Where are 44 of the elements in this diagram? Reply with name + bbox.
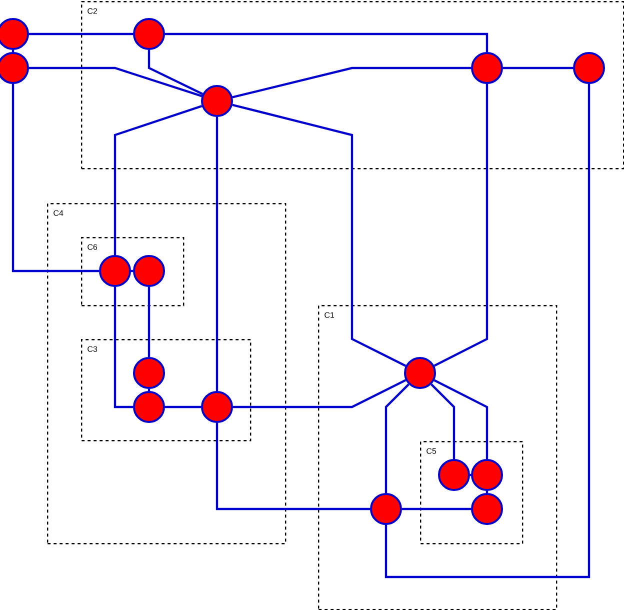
connector-line: [114, 105, 202, 255]
connector-line: [384, 384, 410, 493]
connector-line: [12, 50, 14, 52]
circle-node: [133, 18, 165, 50]
connector-line: [470, 474, 471, 476]
circle-node: [573, 52, 605, 84]
circle-node: [133, 357, 165, 389]
circle-node: [99, 255, 131, 287]
circle-node: [201, 85, 233, 117]
connector-line: [434, 84, 488, 367]
connector-line: [503, 66, 573, 70]
cluster-box: C3: [81, 339, 252, 442]
connector-line: [114, 287, 133, 408]
connector-line: [12, 84, 99, 272]
connector-line: [216, 117, 218, 391]
circle-node: [404, 357, 436, 389]
cluster-box: C6: [81, 237, 184, 306]
connector-line: [233, 379, 406, 408]
circle-node: [133, 391, 165, 423]
connector-line: [402, 508, 471, 510]
connector-line: [148, 50, 204, 95]
circle-node: [201, 391, 233, 423]
connector-line: [29, 66, 202, 98]
circle-node: [133, 255, 165, 287]
circle-node: [370, 493, 402, 525]
connector-line: [148, 389, 150, 391]
connector-line: [232, 104, 406, 367]
circle-node: [471, 459, 503, 491]
cluster-box: C5: [420, 440, 524, 544]
connector-line: [165, 406, 201, 408]
circle-node: [471, 52, 503, 84]
connector-line: [216, 423, 370, 510]
connector-line: [148, 287, 150, 357]
connector-line: [486, 491, 488, 493]
cluster-box: C2: [81, 1, 624, 170]
connector-line: [165, 32, 488, 52]
connector-line: [384, 84, 590, 578]
connector-line: [131, 270, 133, 272]
circle-node: [438, 459, 470, 491]
connector-line: [430, 384, 456, 459]
circle-node: [471, 493, 503, 525]
connector-line: [29, 32, 133, 36]
connector-line: [434, 379, 488, 459]
connector-line: [232, 66, 471, 98]
